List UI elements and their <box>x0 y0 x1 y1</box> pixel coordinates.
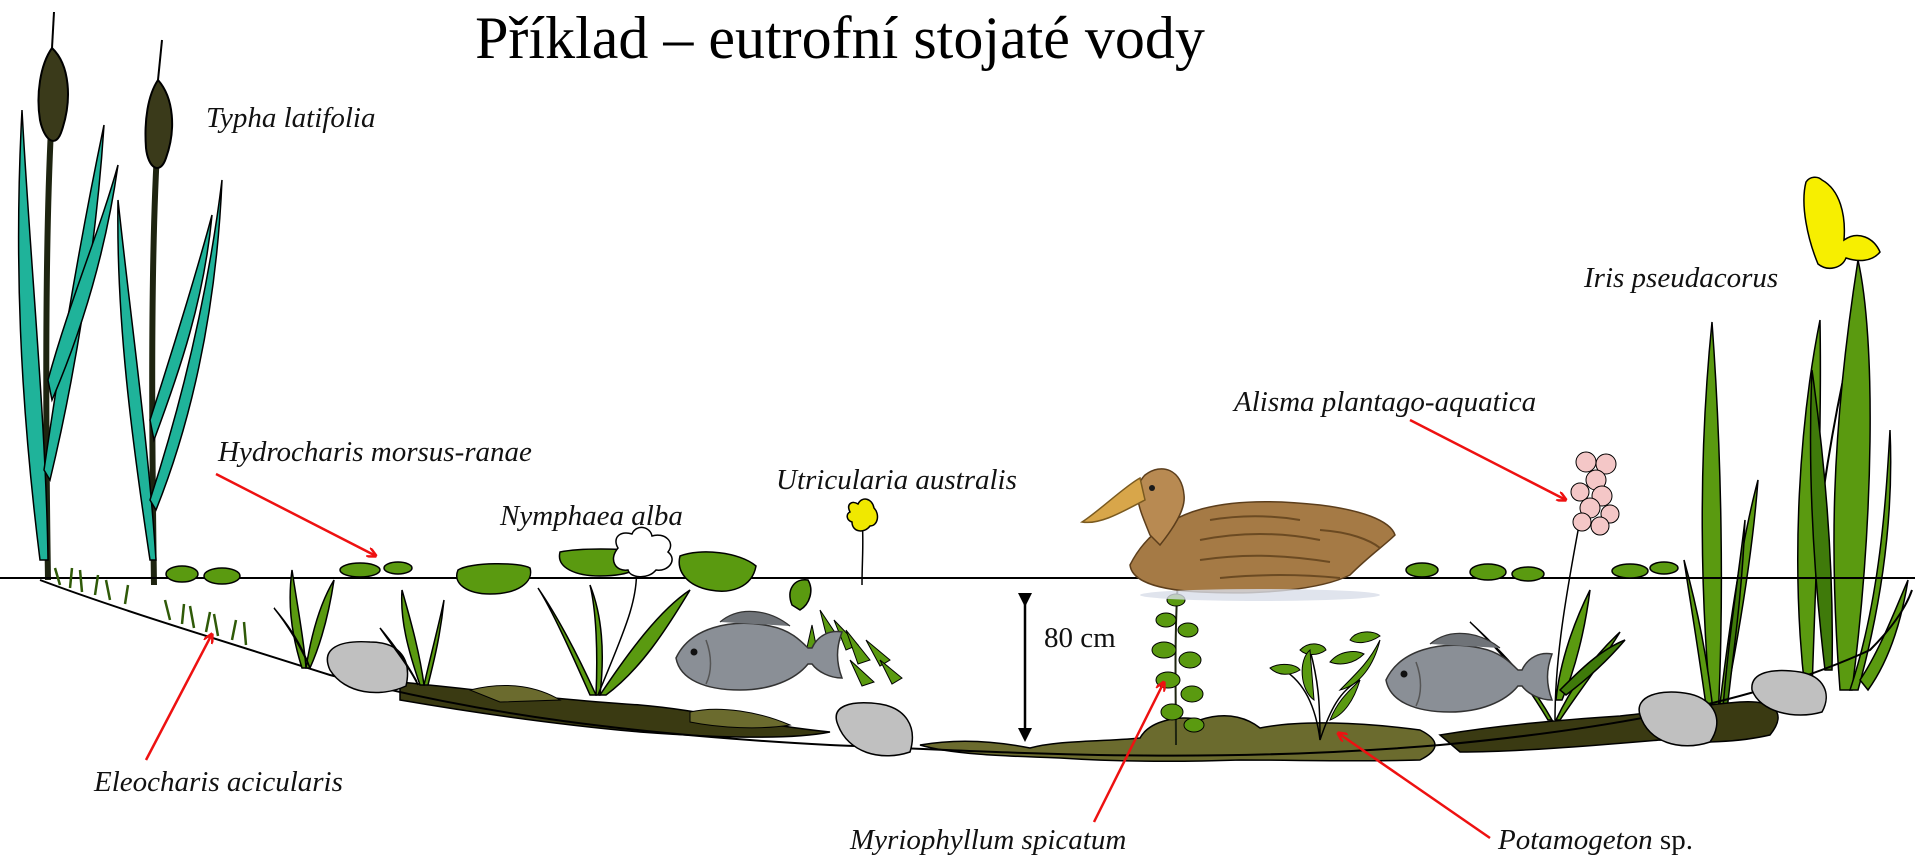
label-myriophyllum-spicatum: Myriophyllum spicatum <box>850 824 1126 857</box>
label-typha-latifolia: Typha latifolia <box>206 102 375 135</box>
typha-latifolia-plant <box>19 12 222 585</box>
iris-pseudacorus-plant <box>1684 177 1908 720</box>
fish-crucian-carp-right <box>1386 633 1552 712</box>
duck-illustration <box>1082 469 1395 601</box>
label-eleocharis-acicularis: Eleocharis acicularis <box>94 766 343 799</box>
label-potamogeton-suffix: sp. <box>1653 824 1693 856</box>
depth-label: 80 cm <box>1044 622 1116 655</box>
label-potamogeton-genus: Potamogeton <box>1498 824 1653 856</box>
alisma-arrow <box>1410 420 1566 500</box>
page-title: Příklad – eutrofní stojaté vody <box>0 4 1680 73</box>
label-hydrocharis-morsus-ranae: Hydrocharis morsus-ranae <box>218 436 532 469</box>
label-potamogeton: Potamogeton sp. <box>1498 824 1693 857</box>
hydrocharis-arrow <box>216 474 376 556</box>
label-utricularia-australis: Utricularia australis <box>776 464 1017 497</box>
label-nymphaea-alba: Nymphaea alba <box>500 500 683 533</box>
label-iris-pseudacorus: Iris pseudacorus <box>1584 262 1778 295</box>
hydrocharis-morsus-ranae-plant <box>166 562 1678 584</box>
label-alisma-plantago-aquatica: Alisma plantago-aquatica <box>1234 386 1536 419</box>
fish-crucian-carp-left <box>676 611 842 690</box>
eleocharis-arrow <box>146 634 212 760</box>
